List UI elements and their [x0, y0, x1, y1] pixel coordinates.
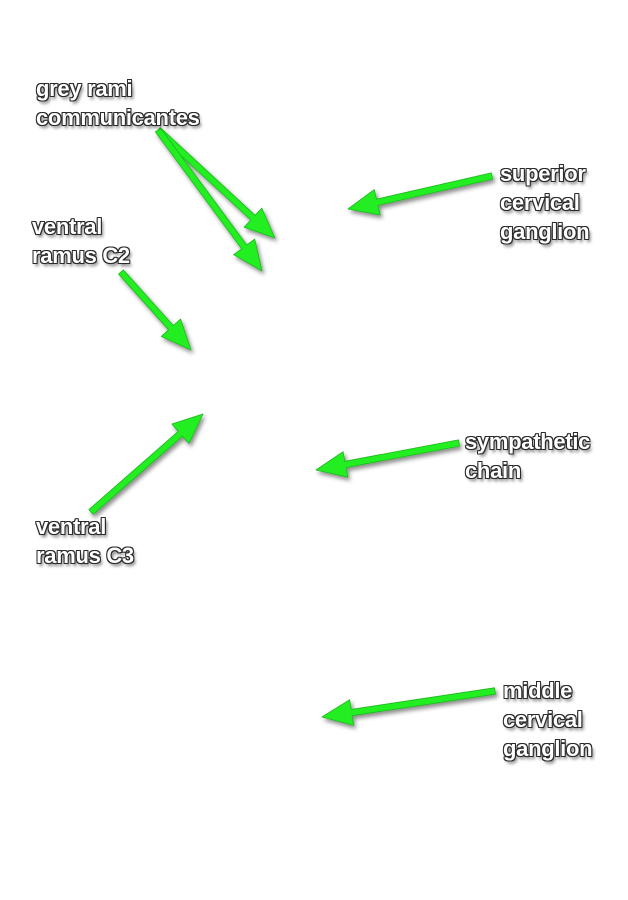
label-ventral-ramus-c2: ventral ramus C2 [32, 212, 130, 270]
arrow-grey-rami-lower [154, 127, 263, 272]
arrow-ventral-ramus-c3 [88, 413, 204, 515]
label-line: sympathetic [465, 429, 591, 454]
label-grey-rami-communicantes: grey rami communicantes [36, 74, 200, 132]
arrow-ventral-ramus-c2 [118, 269, 192, 351]
label-line: grey rami [36, 76, 133, 101]
label-middle-cervical-ganglion: middle cervical ganglion [503, 676, 593, 763]
label-ventral-ramus-c3: ventral ramus C3 [36, 512, 134, 570]
label-line: ramus C3 [36, 543, 134, 568]
label-line: cervical [503, 707, 583, 732]
label-line: ganglion [503, 736, 593, 761]
label-line: ganglion [500, 219, 590, 244]
arrow-grey-rami-upper [155, 127, 276, 239]
label-line: communicantes [36, 105, 200, 130]
label-line: ventral [36, 514, 107, 539]
arrow-superior-cervical-ganglion [347, 172, 494, 216]
label-line: ventral [32, 214, 103, 239]
label-line: middle [503, 678, 573, 703]
label-line: superior [500, 161, 586, 186]
label-sympathetic-chain: sympathetic chain [465, 427, 590, 485]
label-superior-cervical-ganglion: superior cervical ganglion [500, 159, 590, 246]
arrow-sympathetic-chain [315, 439, 461, 478]
arrow-middle-cervical-ganglion [321, 687, 496, 726]
label-line: ramus C2 [32, 243, 130, 268]
label-line: cervical [500, 190, 580, 215]
label-line: chain [465, 458, 521, 483]
